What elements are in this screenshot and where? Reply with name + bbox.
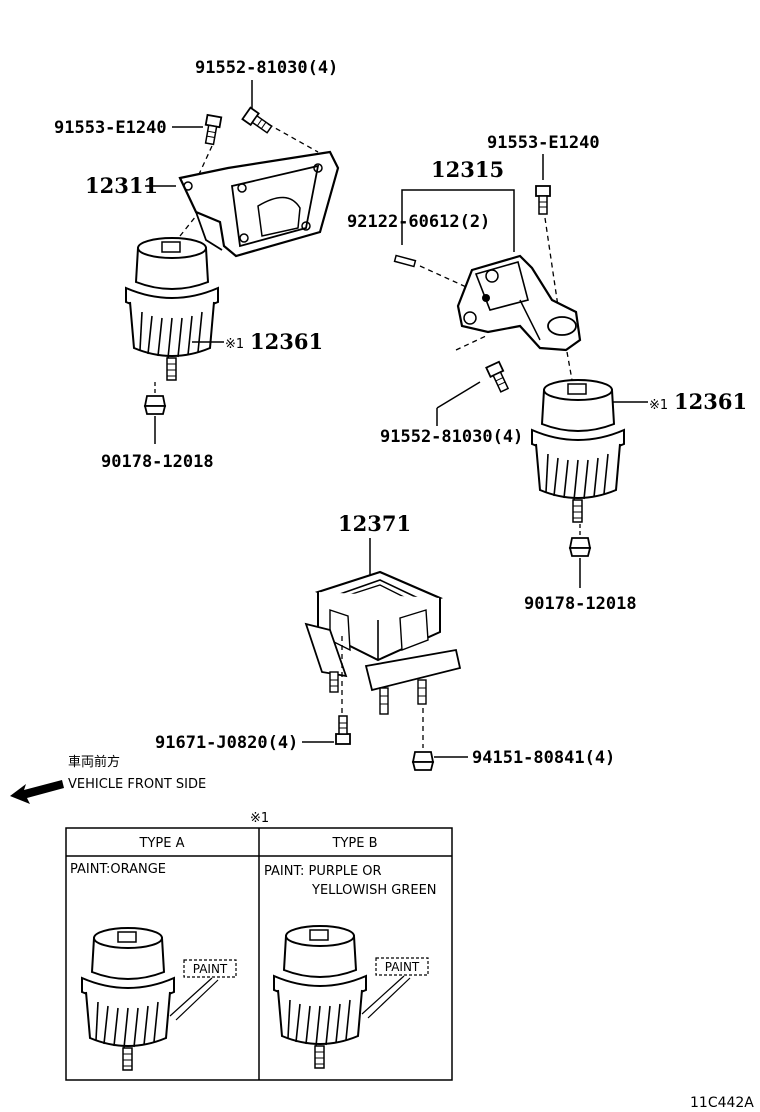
mark-left: ※1 [225,337,244,352]
front-label-en: VEHICLE FRONT SIDE [68,777,206,792]
engine-bracket-12311-icon [178,150,340,258]
label-nut-left: 90178-12018 [101,452,214,472]
nut-90178-right-icon [569,537,591,557]
bolt-91671-icon [335,715,351,745]
paint-type-b-line1: PAINT: PURPLE OR [264,864,382,879]
label-bolt-right-low: 91552-81030(4) [380,427,523,447]
bolt-91552-right-icon [485,360,512,394]
label-trans-mount: 12371 [338,511,411,536]
label-nut-right: 90178-12018 [524,594,637,614]
label-bolt-left: 91553-E1240 [54,118,167,138]
nut-90178-left-icon [144,395,166,415]
paint-type-b-line2: YELLOWISH GREEN [311,883,437,898]
diagram-code: 11C442A [690,1095,754,1111]
label-mount-right: 12361 [674,389,747,414]
label-stud-right: 92122-60612(2) [347,212,490,232]
paint-type-a: PAINT:ORANGE [70,862,166,877]
mount-type-a-icon [81,927,175,1071]
left-mount-group: 91552-81030(4) 91553-E1240 12311 ※1 1236… [54,58,340,472]
right-mount-group: 91553-E1240 12315 92122-60612(2) 91552-8… [347,133,747,614]
label-bracket-right: 12315 [431,157,504,182]
label-bolt-right-top: 91553-E1240 [487,133,600,153]
table-mark: ※1 [250,811,269,826]
paint-tag-a: PAINT [193,962,228,976]
engine-bracket-12315-icon [456,254,582,352]
header-type-b: TYPE B [332,836,378,851]
transmission-mount-12371-icon [304,570,462,715]
vehicle-front-indicator: 車両前方 VEHICLE FRONT SIDE [10,754,206,804]
header-type-a: TYPE A [139,836,185,851]
front-label-jp: 車両前方 [68,754,120,770]
bolt-91553-right-icon [535,185,551,215]
stud-bolt-icon [393,254,417,268]
type-table: ※1 TYPE A TYPE B PAINT:ORANGE PAINT: PUR… [65,811,453,1081]
mark-right: ※1 [649,398,668,413]
front-arrow-icon [10,780,64,804]
paint-tag-b: PAINT [385,960,420,974]
bolt-91552-top-icon [241,106,275,137]
bolt-91553-left-icon [201,114,223,146]
label-trans-nut: 94151-80841(4) [472,748,615,768]
mount-type-b-icon [273,925,367,1069]
engine-mount-insulator-left-icon [125,237,219,381]
label-trans-bolt: 91671-J0820(4) [155,733,298,753]
engine-mount-insulator-right-icon [531,379,625,523]
label-mount-left: 12361 [250,329,323,354]
label-bolt-top: 91552-81030(4) [195,58,338,78]
transmission-mount-group: 12371 91671 [155,511,615,771]
nut-94151-icon [412,751,434,771]
